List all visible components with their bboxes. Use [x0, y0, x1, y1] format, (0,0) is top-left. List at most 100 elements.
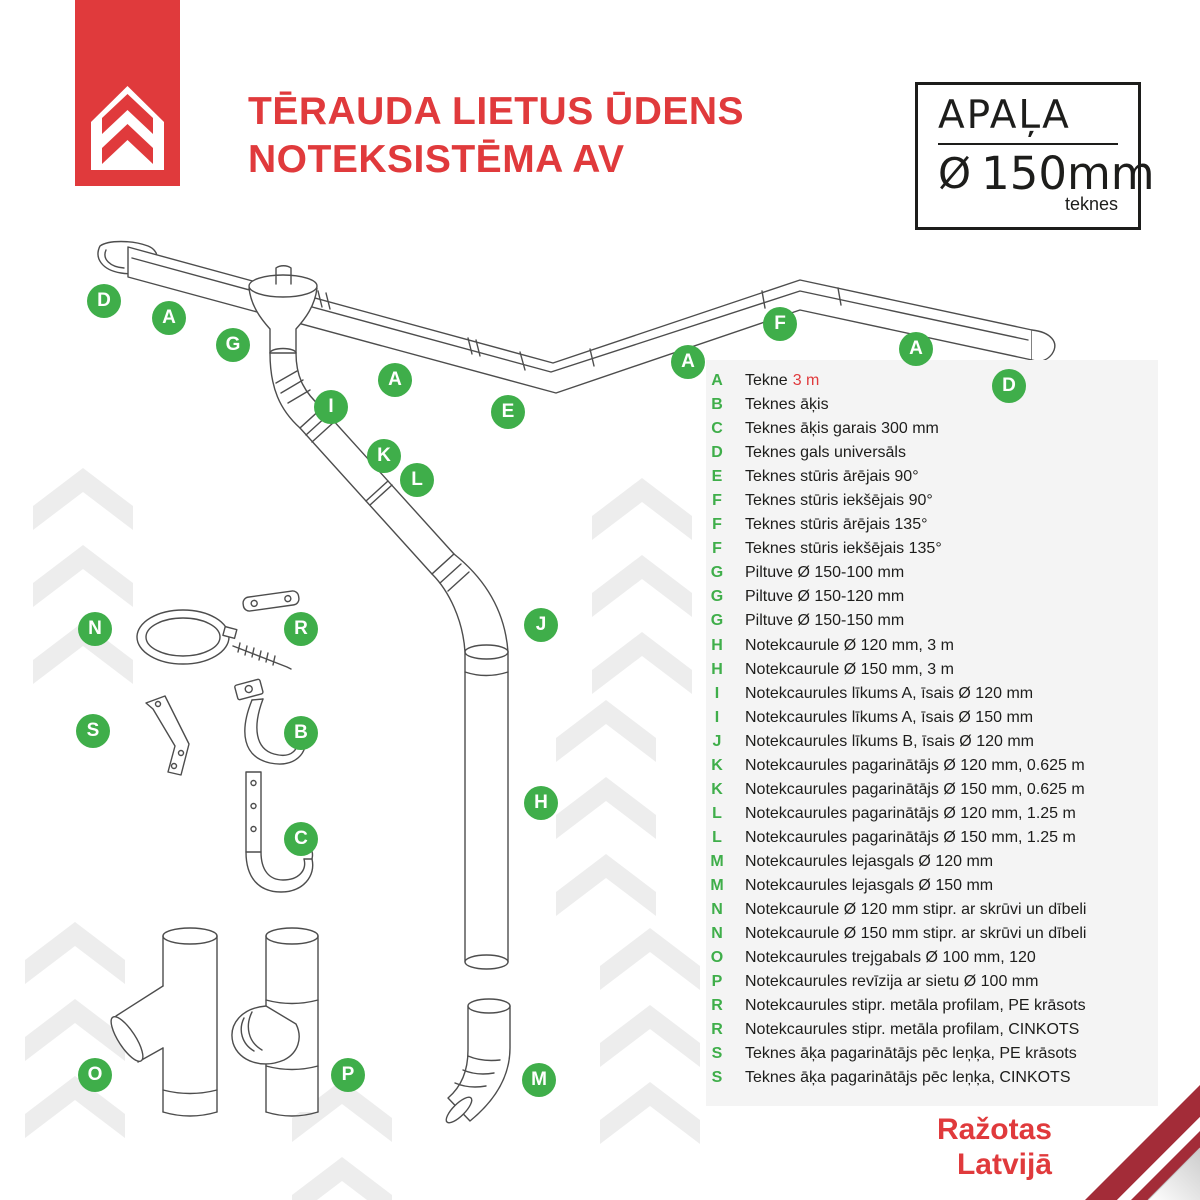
- legend-row: B Teknes āķis: [706, 393, 1158, 417]
- legend-text: Teknes āķa pagarinātājs pēc leņķa, PE kr…: [745, 1045, 1077, 1063]
- legend-letter: G: [710, 588, 724, 606]
- metal-profile-bracket-drawing: [242, 590, 300, 612]
- legend-letter: I: [714, 708, 720, 726]
- elbow-b-drawing: [431, 553, 509, 653]
- legend-row: O Notekcaurules trejgabals Ø 100 mm, 120: [706, 946, 1158, 970]
- legend-letter: G: [710, 612, 724, 630]
- legend-text: Notekcaurules lejasgals Ø 120 mm: [745, 852, 994, 870]
- legend-row: H Notekcaurule Ø 120 mm, 3 m: [706, 634, 1158, 658]
- legend-row: R Notekcaurules stipr. metāla profilam, …: [706, 994, 1158, 1018]
- legend-letter: L: [712, 828, 722, 846]
- house-chevron-icon: [91, 86, 164, 170]
- legend-text: Notekcaurules stipr. metāla profilam, PE…: [745, 997, 1086, 1015]
- legend-letter: P: [711, 973, 723, 991]
- legend-letter: J: [712, 732, 722, 750]
- spec-diameter: Ø 150mm: [938, 147, 1155, 200]
- legend-row: M Notekcaurules lejasgals Ø 120 mm: [706, 850, 1158, 874]
- legend-panel: A Tekne 3 m B Teknes āķis C Teknes āķis …: [706, 360, 1158, 1106]
- legend-text-red: 3 m: [792, 372, 820, 390]
- legend-row: N Notekcaurule Ø 150 mm stipr. ar skrūvi…: [706, 922, 1158, 946]
- page-title-line2: NOTEKSISTĒMA AV: [248, 137, 625, 181]
- legend-text: Piltuve Ø 150-150 mm: [745, 612, 905, 630]
- outlet-elbow-drawing: [445, 998, 511, 1124]
- spec-divider: [938, 143, 1118, 145]
- legend-text: Teknes stūris ārējais 135°: [745, 516, 928, 534]
- legend-row: E Teknes stūris ārējais 90°: [706, 465, 1158, 489]
- spec-diameter-value: 150mm: [981, 147, 1155, 200]
- spec-box: APAĻA Ø 150mm teknes: [915, 82, 1155, 230]
- spec-unit-label: teknes: [1064, 194, 1118, 214]
- legend-row: L Notekcaurules pagarinātājs Ø 150 mm, 1…: [706, 826, 1158, 850]
- legend-text: Teknes āķa pagarinātājs pēc leņķa, CINKO…: [745, 1069, 1071, 1087]
- legend-row: K Notekcaurules pagarinātājs Ø 150 mm, 0…: [706, 778, 1158, 802]
- page-title: TĒRAUDA LIETUS ŪDENS NOTEKSISTĒMA AV: [248, 88, 744, 184]
- legend-text: Notekcaurule Ø 150 mm, 3 m: [745, 660, 954, 678]
- legend-row: G Piltuve Ø 150-120 mm: [706, 585, 1158, 609]
- made-in-line2: Latvijā: [956, 1148, 1052, 1182]
- legend-row: P Notekcaurules revīzija ar sietu Ø 100 …: [706, 970, 1158, 994]
- legend-text: Notekcaurules līkums A, īsais Ø 150 mm: [745, 708, 1034, 726]
- legend-letter: K: [711, 756, 723, 774]
- legend-letter: C: [711, 420, 723, 438]
- spec-shape-label: APAĻA: [938, 93, 1071, 138]
- legend-letter: M: [710, 852, 724, 870]
- legend-text: Notekcaurule Ø 150 mm stipr. ar skrūvi u…: [745, 925, 1087, 943]
- legend-text: Teknes gals universāls: [745, 444, 906, 462]
- legend-list: A Tekne 3 m B Teknes āķis C Teknes āķis …: [706, 369, 1158, 1090]
- legend-letter: D: [711, 444, 723, 462]
- legend-text: Teknes stūris ārējais 90°: [745, 468, 919, 486]
- chevron-watermark-pattern: [25, 468, 700, 1200]
- downpipe-extension-drawing: [299, 407, 455, 575]
- legend-text: Notekcaurules pagarinātājs Ø 120 mm, 0.6…: [745, 756, 1085, 774]
- legend-text: Piltuve Ø 150-100 mm: [745, 564, 905, 582]
- legend-letter: I: [714, 684, 720, 702]
- legend-text: Teknes stūris iekšējais 90°: [745, 492, 933, 510]
- tee-branch-drawing: [110, 927, 218, 1117]
- legend-text: Notekcaurules līkums B, īsais Ø 120 mm: [745, 732, 1034, 750]
- legend-row: F Teknes stūris ārējais 135°: [706, 513, 1158, 537]
- legend-row: K Notekcaurules pagarinātājs Ø 120 mm, 0…: [706, 754, 1158, 778]
- legend-text: Tekne: [745, 372, 788, 390]
- hook-extension-drawing: [145, 695, 190, 776]
- legend-text: Notekcaurules pagarinātājs Ø 150 mm, 1.2…: [745, 828, 1076, 846]
- legend-letter: A: [711, 372, 723, 390]
- legend-letter: L: [712, 804, 722, 822]
- legend-letter: F: [712, 516, 722, 534]
- legend-row: L Notekcaurules pagarinātājs Ø 120 mm, 1…: [706, 802, 1158, 826]
- legend-row: A Tekne 3 m: [706, 369, 1158, 393]
- funnel-drawing: [248, 265, 318, 359]
- legend-letter: G: [710, 564, 724, 582]
- legend-row: G Piltuve Ø 150-150 mm: [706, 609, 1158, 633]
- revision-drawing: [231, 927, 319, 1117]
- pipe-clamp-drawing: [136, 609, 292, 670]
- legend-letter: N: [711, 925, 723, 943]
- legend-text: Notekcaurules stipr. metāla profilam, CI…: [745, 1021, 1080, 1039]
- legend-text: Notekcaurules pagarinātājs Ø 120 mm, 1.2…: [745, 804, 1076, 822]
- legend-letter: R: [711, 1021, 723, 1039]
- diameter-icon: Ø: [938, 149, 972, 198]
- legend-row: J Notekcaurules līkums B, īsais Ø 120 mm: [706, 730, 1158, 754]
- legend-letter: N: [711, 901, 723, 919]
- legend-text: Notekcaurules revīzija ar sietu Ø 100 mm: [745, 973, 1039, 991]
- legend-letter: R: [711, 997, 723, 1015]
- legend-letter: F: [712, 540, 722, 558]
- legend-letter: S: [711, 1069, 723, 1087]
- legend-row: C Teknes āķis garais 300 mm: [706, 417, 1158, 441]
- legend-text: Notekcaurules lejasgals Ø 150 mm: [745, 877, 994, 894]
- legend-text: Teknes āķis: [745, 396, 829, 414]
- legend-row: S Teknes āķa pagarinātājs pēc leņķa, PE …: [706, 1042, 1158, 1066]
- legend-row: S Teknes āķa pagarinātājs pēc leņķa, CIN…: [706, 1066, 1158, 1090]
- gutter-hook-long-drawing: [245, 771, 314, 893]
- legend-letter: S: [711, 1045, 723, 1063]
- legend-row: F Teknes stūris iekšējais 90°: [706, 489, 1158, 513]
- legend-row: G Piltuve Ø 150-100 mm: [706, 561, 1158, 585]
- downpipe-drawing: [464, 644, 509, 970]
- legend-letter: F: [712, 492, 722, 510]
- legend-text: Notekcaurule Ø 120 mm, 3 m: [745, 636, 954, 654]
- legend-text: Notekcaurules pagarinātājs Ø 150 mm, 0.6…: [745, 780, 1085, 798]
- brand-logo: [75, 0, 180, 186]
- legend-text: Teknes stūris iekšējais 135°: [745, 540, 942, 558]
- made-in-line1: Ražotas: [936, 1113, 1052, 1146]
